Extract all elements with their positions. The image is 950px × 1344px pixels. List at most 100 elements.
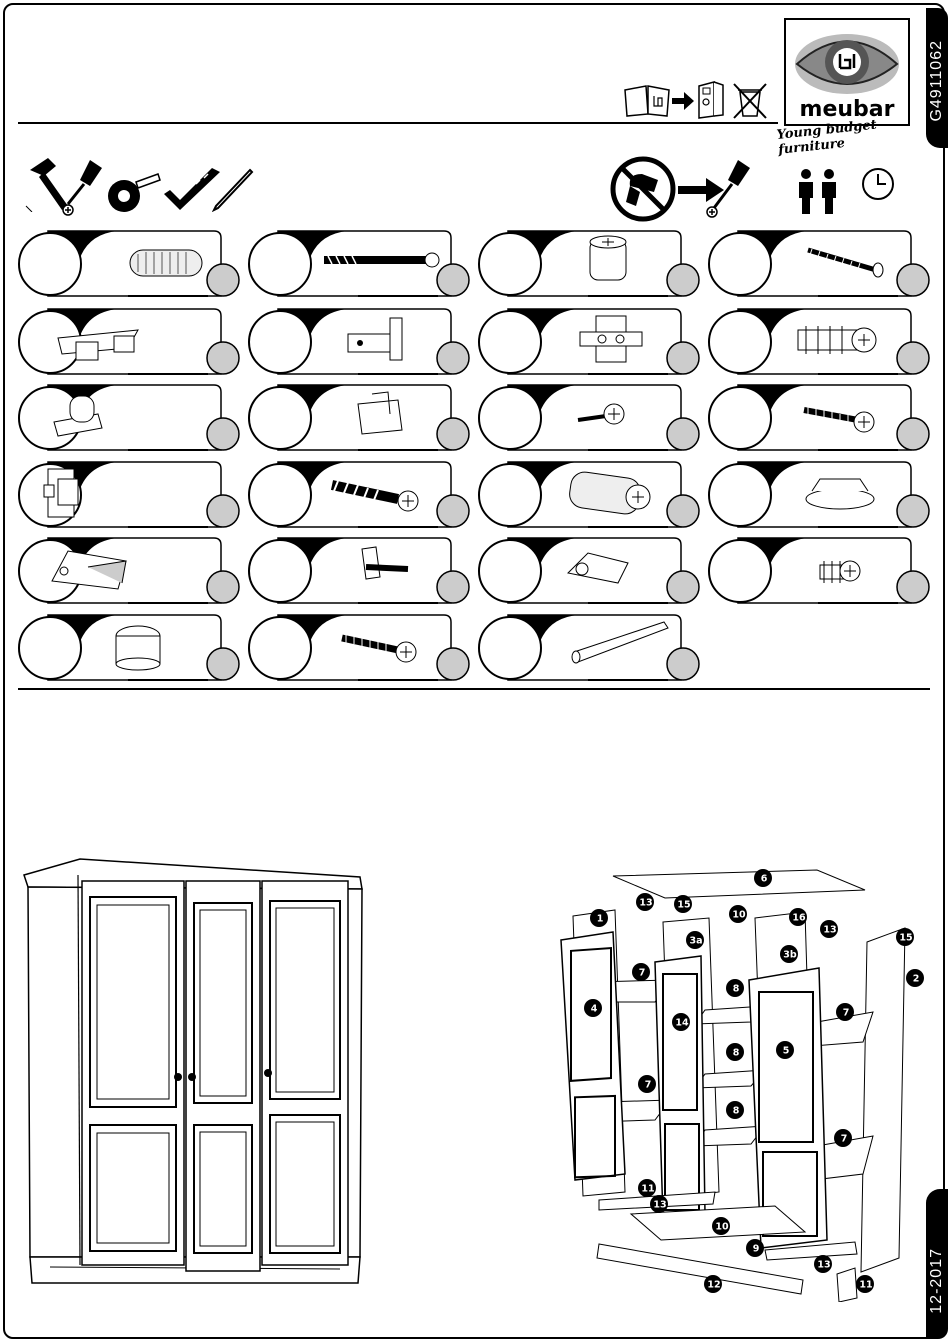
part-number: 13 xyxy=(823,925,836,936)
hardware-item xyxy=(248,537,470,605)
hardware-item xyxy=(708,230,930,298)
part-number: 9 xyxy=(753,1244,760,1255)
part-label: 4 xyxy=(584,999,602,1017)
part-label: 2 xyxy=(906,969,924,987)
part-label: 9 xyxy=(746,1239,764,1257)
part-label: 13 xyxy=(650,1195,668,1213)
pencil-icon xyxy=(212,168,254,212)
phillips-screwdriver-icon xyxy=(60,158,106,216)
part-number: 6 xyxy=(761,874,768,885)
part-label: 5 xyxy=(776,1041,794,1059)
hardware-item xyxy=(478,461,700,529)
part-label: 10 xyxy=(712,1217,730,1235)
part-number: 16 xyxy=(792,913,806,924)
hardware-item xyxy=(18,614,240,682)
tape-measure-icon xyxy=(106,170,162,214)
part-label: 8 xyxy=(726,979,744,997)
header-rule xyxy=(18,122,778,124)
manual-icon xyxy=(622,84,672,118)
part-label: 13 xyxy=(636,893,654,911)
part-label: 13 xyxy=(820,920,838,938)
part-number: 11 xyxy=(859,1280,872,1291)
part-number: 8 xyxy=(733,1048,740,1059)
part-label: 16 xyxy=(789,908,807,926)
hardware-item xyxy=(478,614,700,682)
part-label: 3a xyxy=(686,931,704,949)
part-label: 14 xyxy=(672,1013,690,1031)
part-label: 10 xyxy=(729,905,747,923)
part-number: 13 xyxy=(639,898,652,909)
part-number: 13 xyxy=(817,1260,830,1271)
part-number: 4 xyxy=(591,1004,598,1015)
brand-logo: meubar xyxy=(784,18,910,126)
part-number: 7 xyxy=(843,1008,850,1019)
hardware-item xyxy=(708,537,930,605)
hardware-item xyxy=(478,384,700,452)
hardware-bottom-rule xyxy=(18,688,930,690)
part-label: 15 xyxy=(674,895,692,913)
part-label: 8 xyxy=(726,1101,744,1119)
hardware-item xyxy=(708,461,930,529)
part-number: 2 xyxy=(913,974,920,985)
part-label: 7 xyxy=(836,1003,854,1021)
hardware-item xyxy=(708,384,930,452)
hardware-item xyxy=(708,308,930,376)
eye-emblem-icon xyxy=(792,24,902,100)
hardware-item xyxy=(18,537,240,605)
part-label: 15 xyxy=(896,928,914,946)
two-persons-icon xyxy=(795,168,841,216)
hardware-item xyxy=(18,230,240,298)
part-number: 15 xyxy=(899,933,912,944)
part-number: 5 xyxy=(783,1046,790,1057)
part-label: 13 xyxy=(814,1255,832,1273)
hardware-item xyxy=(18,461,240,529)
part-label: 6 xyxy=(754,869,772,887)
wooden-dowel-icon xyxy=(130,250,202,276)
part-label: 12 xyxy=(704,1275,722,1293)
hardware-item xyxy=(248,614,470,682)
hardware-item xyxy=(248,230,470,298)
part-label: 1 xyxy=(590,909,608,927)
part-number: 13 xyxy=(653,1200,666,1211)
part-label: 8 xyxy=(726,1043,744,1061)
part-number: 3a xyxy=(689,936,702,947)
exploded-view: 6 13 15 10 16 13 15 1 3a 3b 2 7 8 7 4 14 8 5 7 8 7 11 13 10 9 13 1… xyxy=(555,862,935,1302)
part-number: 1 xyxy=(597,914,604,925)
part-number: 7 xyxy=(645,1080,652,1091)
clock-icon xyxy=(860,166,896,202)
part-number: 15 xyxy=(677,900,690,911)
no-power-drill-icon xyxy=(608,156,678,222)
phillips-screwdriver-icon xyxy=(702,158,754,220)
part-number: 12 xyxy=(707,1280,720,1291)
hardware-item xyxy=(18,308,240,376)
hardware-item xyxy=(248,308,470,376)
part-label: 11 xyxy=(638,1179,656,1197)
hardware-item xyxy=(248,384,470,452)
part-number: 10 xyxy=(715,1222,729,1233)
hardware-item xyxy=(478,230,700,298)
part-number: 7 xyxy=(639,968,646,979)
part-number: 8 xyxy=(733,1106,740,1117)
part-label: 7 xyxy=(632,963,650,981)
part-number: 8 xyxy=(733,984,740,995)
part-number: 7 xyxy=(841,1134,848,1145)
cam-lock-icon xyxy=(590,236,626,280)
part-number: 3b xyxy=(783,950,797,961)
part-number: 11 xyxy=(641,1184,654,1195)
part-label: 3b xyxy=(780,945,798,963)
door-catch-icon xyxy=(44,469,78,517)
wardrobe-overview xyxy=(20,855,365,1290)
part-label: 7 xyxy=(638,1075,656,1093)
part-number: 14 xyxy=(675,1018,689,1029)
no-bin-icon xyxy=(730,80,770,120)
binder-icon xyxy=(696,80,726,120)
product-code: G4911062 xyxy=(928,40,946,122)
hardware-item xyxy=(478,537,700,605)
hardware-item xyxy=(248,461,470,529)
part-label: 7 xyxy=(834,1129,852,1147)
arrow-right-icon xyxy=(672,92,694,110)
expansion-plug-icon xyxy=(798,326,876,354)
hardware-item xyxy=(478,308,700,376)
hardware-item xyxy=(18,384,240,452)
cam-housing-icon xyxy=(116,626,160,670)
